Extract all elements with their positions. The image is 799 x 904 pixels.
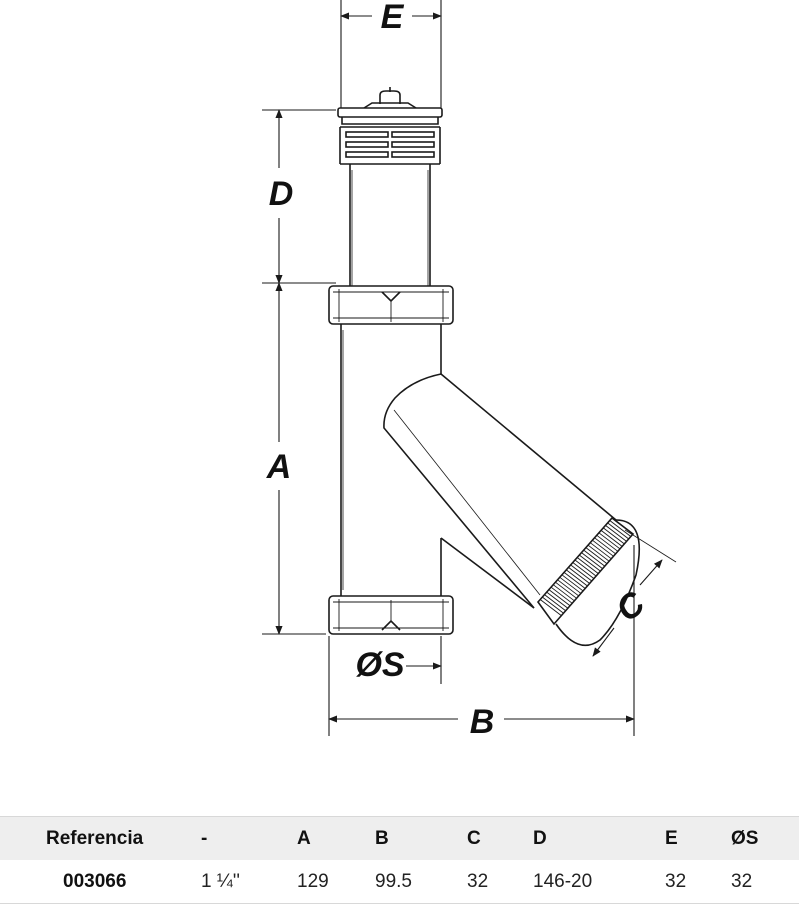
cell-c: 32: [467, 871, 489, 892]
cell-s: 32: [731, 871, 753, 892]
cap-knob: [363, 87, 417, 109]
dim-line-C: [639, 559, 663, 586]
cap-disc: [337, 107, 443, 118]
header-b: B: [375, 828, 389, 849]
thread-line: [600, 530, 623, 547]
cell-referencia: 003066: [63, 871, 127, 892]
cell-size: 1 ¼'': [201, 871, 240, 892]
dim-label-E: E: [381, 0, 405, 36]
lower-nut: [328, 595, 454, 635]
table-row: 003066 1 ¼'' 129 99.5 32 146-20 32 32: [0, 860, 799, 904]
threaded-end: [536, 516, 640, 647]
header-d: D: [533, 828, 547, 849]
thread-line: [576, 557, 599, 574]
thread-line: [557, 579, 579, 597]
thread-line: [585, 547, 608, 564]
thread-line: [546, 591, 568, 609]
siphon-technical-drawing: E D A ØS B C: [262, 0, 677, 741]
table-header-row: Referencia - A B C D E ØS: [0, 816, 799, 861]
thread-line: [561, 574, 584, 592]
header-c: C: [467, 828, 481, 849]
thread-line: [594, 537, 616, 555]
cell-d: 146-20: [533, 871, 593, 892]
thread-line: [566, 569, 588, 587]
spec-table: Referencia - A B C D E ØS 003066 1 ¼'' 1…: [0, 816, 799, 904]
thread-line: [555, 581, 577, 599]
upper-nut: [328, 285, 454, 325]
dimension-lines: [262, 0, 677, 736]
thread-line: [552, 584, 575, 602]
thread-hatching: [539, 520, 632, 616]
header-e: E: [665, 828, 678, 849]
thread-line: [574, 559, 597, 577]
dim-label-S: ØS: [355, 646, 404, 684]
thread-line: [609, 520, 632, 537]
header-a: A: [297, 828, 311, 849]
dim-label-C: C: [609, 584, 653, 629]
thread-line: [583, 549, 605, 567]
thread-line: [570, 564, 592, 582]
thread-line: [572, 562, 595, 579]
cell-b: 99.5: [375, 871, 412, 892]
thread-line: [589, 542, 612, 560]
upper-tube: [349, 164, 431, 286]
dim-label-B: B: [470, 703, 495, 741]
dim-label-A: A: [266, 448, 292, 486]
thread-line: [607, 522, 629, 540]
thread-line: [605, 525, 627, 542]
cell-e: 32: [665, 871, 687, 892]
thread-line: [581, 552, 603, 569]
thread-line: [592, 539, 614, 557]
thread-line: [579, 554, 601, 572]
thread-line: [596, 534, 619, 552]
thread-line: [542, 596, 564, 614]
thread-line: [544, 594, 566, 611]
cap-grill: [339, 126, 441, 165]
siphon-outline: [328, 87, 640, 647]
thread-line: [550, 586, 573, 604]
thread-line: [587, 544, 610, 562]
cell-a: 129: [297, 871, 329, 892]
header-dash: -: [201, 828, 208, 849]
thread-line: [548, 589, 571, 606]
main-body: [340, 324, 442, 596]
thread-line: [563, 572, 586, 589]
thread-line: [559, 576, 582, 594]
header-s: ØS: [731, 828, 759, 849]
thread-line: [539, 599, 562, 616]
dim-label-D: D: [269, 175, 294, 213]
angled-branch: [383, 373, 617, 609]
thread-line: [603, 527, 625, 545]
thread-line: [568, 567, 590, 584]
thread-line: [598, 532, 621, 550]
header-referencia: Referencia: [46, 828, 144, 849]
